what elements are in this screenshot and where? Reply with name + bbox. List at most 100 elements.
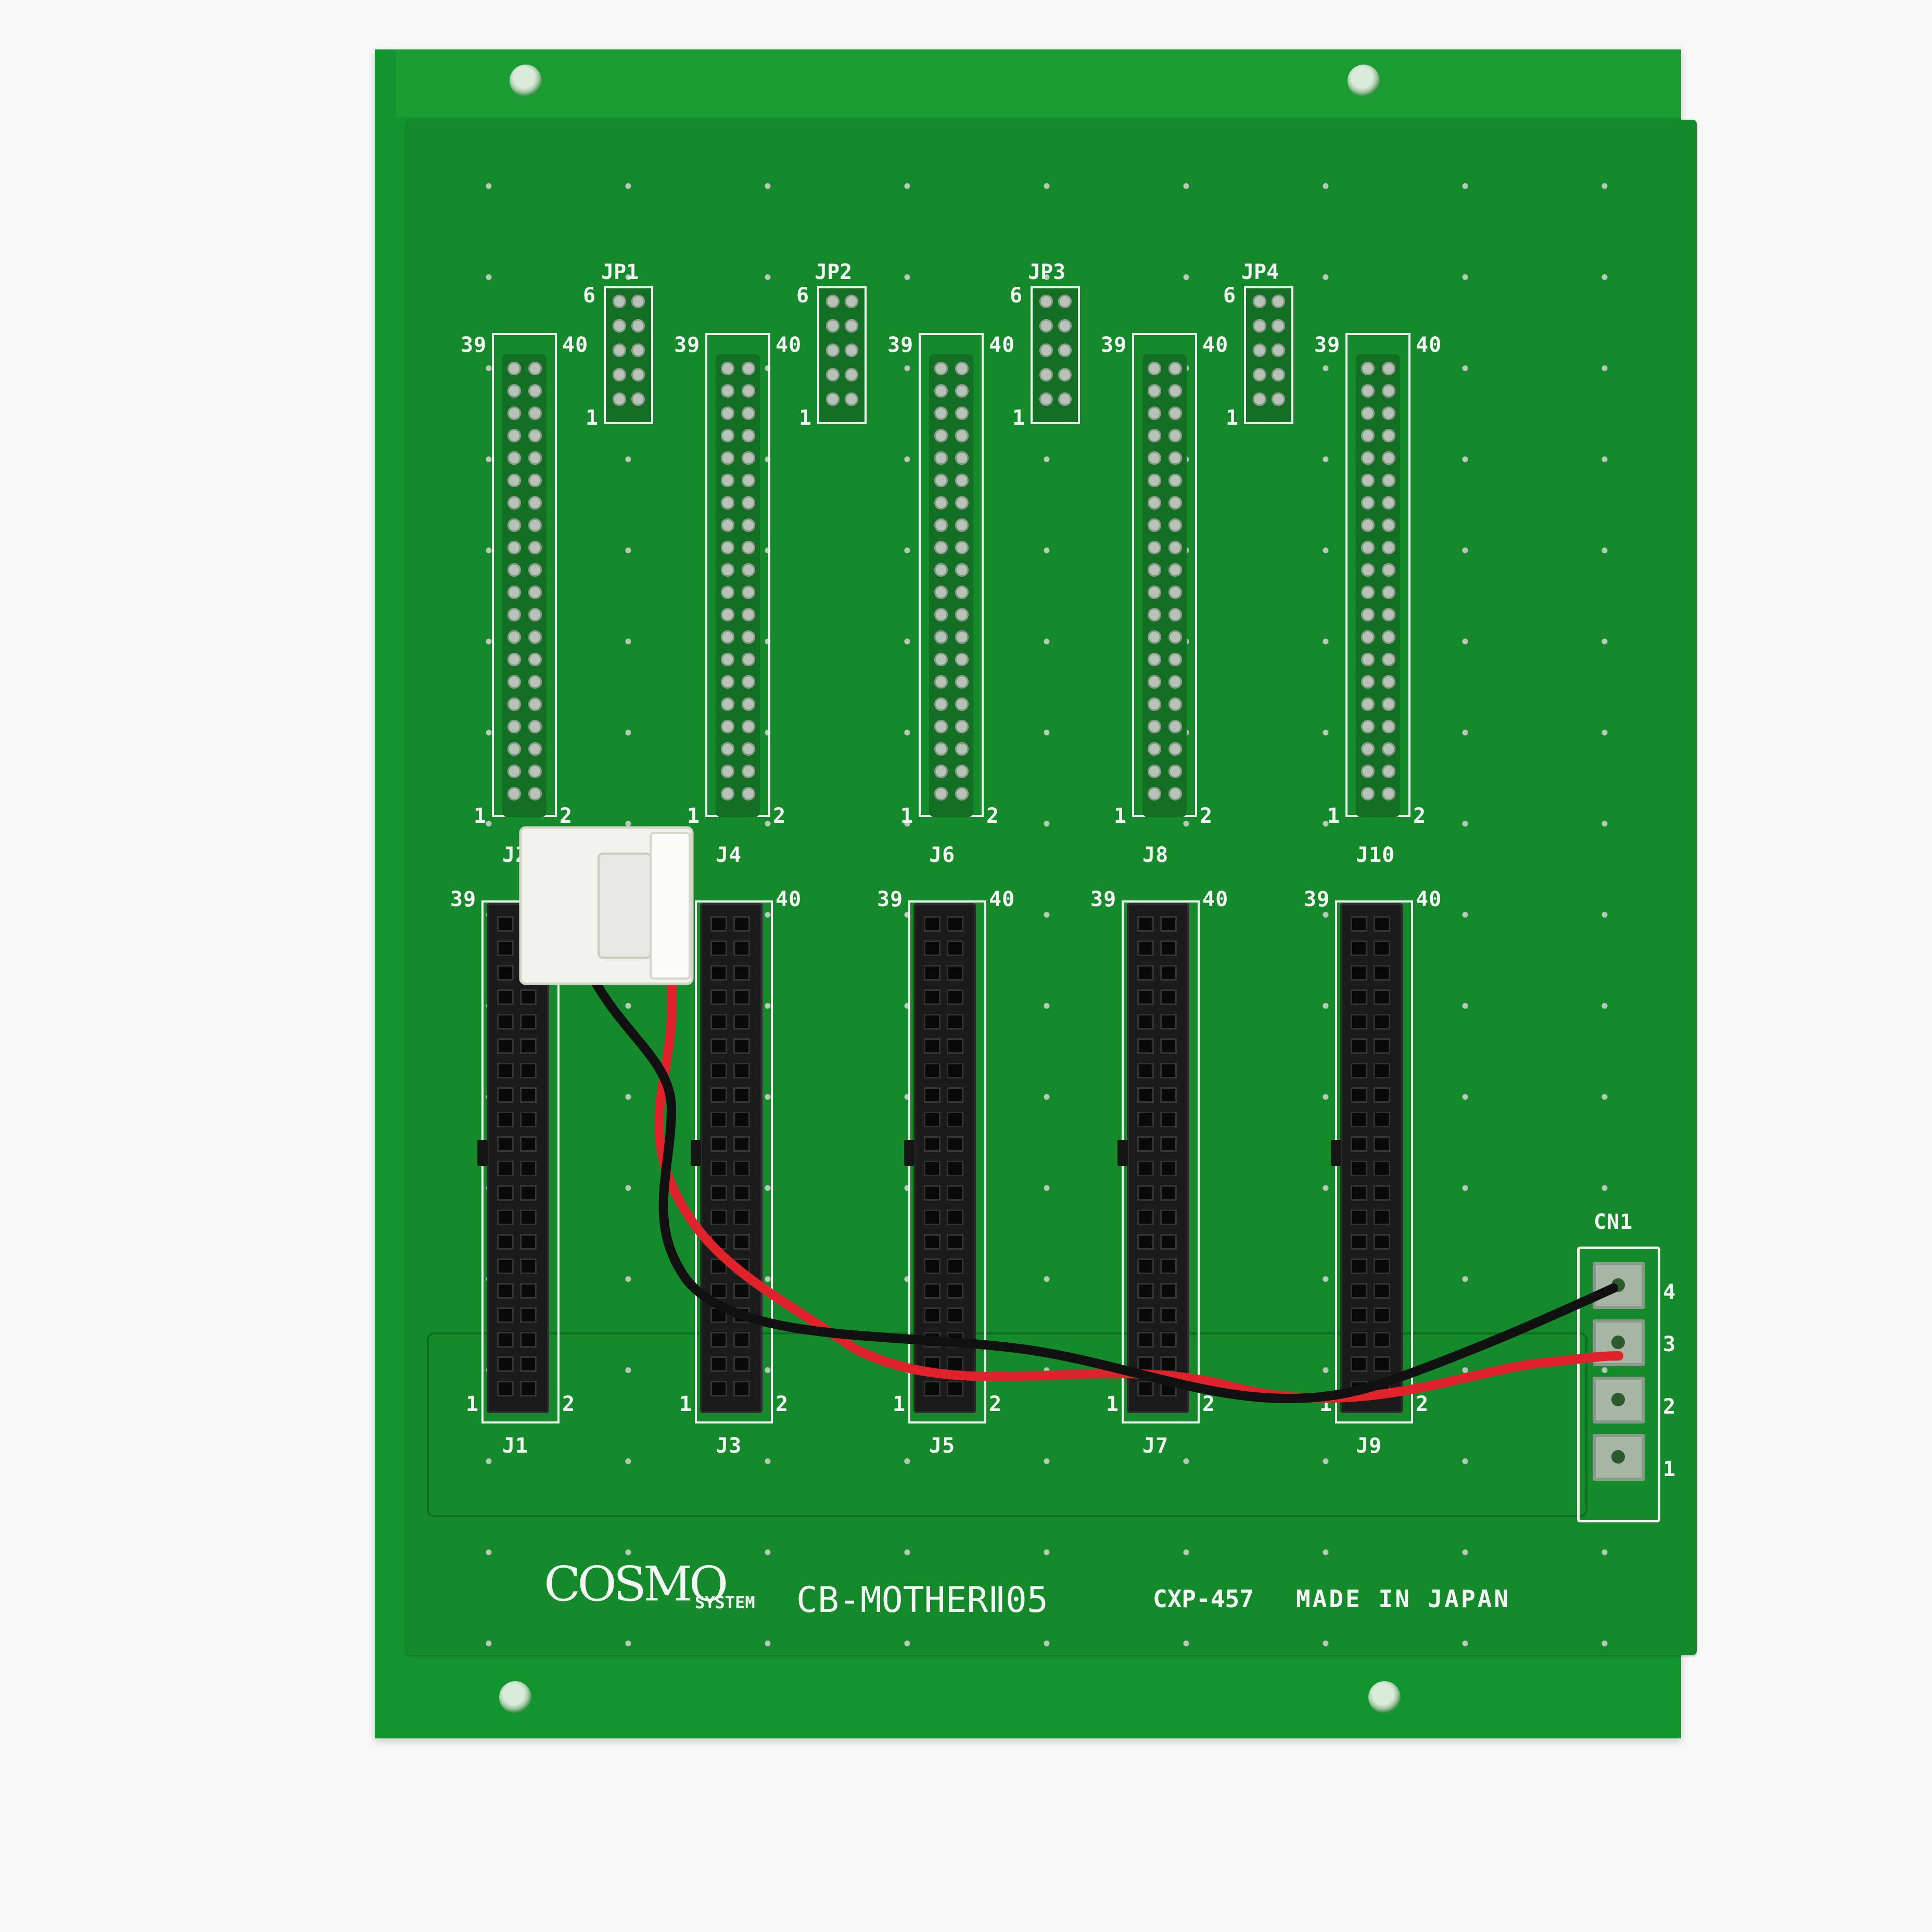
socket-pin [1160,1161,1177,1176]
jumper-pin-pad [826,392,840,406]
pin-label: 40 [1202,333,1229,357]
pin-label: 39 [887,333,914,357]
header-pin-pad [507,787,521,800]
header-pin-pad [528,362,542,375]
socket-latch [1331,1140,1341,1166]
header-pin-pad [721,653,734,666]
header-pin-pad [1361,742,1375,756]
socket-pin [733,1283,750,1299]
socket-pin [710,1185,727,1201]
socket-pin [947,965,963,981]
header-pin-pad [742,608,755,621]
socket-pin [924,1038,940,1054]
jumper-pin-pad [631,392,645,406]
pin-label: 1 [900,804,914,828]
socket-pin [733,1063,750,1078]
socket-body [1340,903,1403,1413]
socket-pin [924,1210,940,1225]
header-pin-pad [721,765,734,778]
header-pin-pad [742,451,755,465]
jumper-label: JP3 [1028,260,1066,284]
header-pin-pad [1148,518,1161,532]
header-label: J7 [1142,1434,1169,1458]
socket-latch [904,1140,914,1166]
jumper-pin-pad [613,344,626,357]
header-pin-pad [955,496,969,510]
socket-pin [733,965,750,981]
socket-pin [1374,1087,1390,1103]
socket-pin [924,1161,940,1176]
pin-label: 1 [679,1392,693,1416]
socket-pin [947,1112,963,1127]
socket-pin [1351,1014,1367,1029]
header-pin-pad [742,518,755,532]
pin-label: 39 [1101,333,1127,357]
header-pin-pad [955,518,969,532]
pin-label: 39 [877,887,904,911]
socket-pin [1137,1161,1154,1176]
header-pin-pad [721,384,734,398]
board-model: CB-MOTHERⅡ05 [796,1580,1048,1621]
socket-pin [1351,1087,1367,1103]
jumper-pin-pad [613,295,626,308]
header-pin-pad [955,787,969,800]
socket-pin [1137,1381,1154,1396]
socket-pin [497,1014,514,1029]
jumper-pin-pad [631,295,645,308]
jumper-block [1244,286,1293,424]
socket-pin [497,1038,514,1054]
jumper-pin-label: 6 [1010,284,1023,308]
jumper-pin-pad [1039,295,1053,308]
header-pin-pad [1382,586,1395,599]
header-pin-pad [1361,474,1375,487]
header-pin-pad [528,541,542,554]
socket-pin [497,1087,514,1103]
header-label: J5 [929,1434,956,1458]
jumper-label: JP2 [815,260,853,284]
socket-pin [1160,1283,1177,1299]
socket-pin [1374,940,1390,956]
board-top-strip [396,49,1681,117]
socket-pin [924,1259,940,1274]
socket-pin [1374,916,1390,932]
socket-pin [733,1332,750,1348]
jumper-pin-pad [1058,368,1072,382]
header-pin-pad [1361,563,1375,577]
header-pin-pad [1382,720,1395,733]
socket-pin [520,1161,537,1176]
pin-label: 2 [562,1392,576,1416]
socket-pin [710,989,727,1005]
cn1-connector [1577,1247,1660,1522]
header-pin-pad [955,541,969,554]
header-pin-pad [528,518,542,532]
mounting-hole-top-left [510,65,542,97]
header-pin-pad [1382,384,1395,398]
header-pin-pad [1168,742,1182,756]
socket-pin [947,1356,963,1372]
header-pin-pad [955,474,969,487]
pin-label: 2 [989,1392,1002,1416]
socket-pin [947,1087,963,1103]
header-pin-pad [934,608,948,621]
socket-pin [497,916,514,932]
socket-body [700,903,762,1413]
header-pin-pad [1148,362,1161,375]
pin-label: 40 [1202,887,1229,911]
jumper-pin-pad [845,392,858,406]
mounting-hole-top-right [1348,65,1380,97]
socket-pin [497,1161,514,1176]
header-pin-pad [1148,429,1161,442]
header-pin-pad [955,697,969,711]
header-pin-pad [934,362,948,375]
jumper-block [1031,286,1080,424]
socket-pin [710,1038,727,1054]
socket-pin [1351,1136,1367,1152]
socket-pin [1374,1356,1390,1372]
socket-pin [710,1210,727,1225]
header-pin-pad [1361,586,1375,599]
jumper-pin-pad [1272,319,1285,333]
socket-pin [710,1136,727,1152]
header-label: J9 [1356,1434,1382,1458]
socket-pin [497,1332,514,1348]
socket-pin [710,1014,727,1029]
